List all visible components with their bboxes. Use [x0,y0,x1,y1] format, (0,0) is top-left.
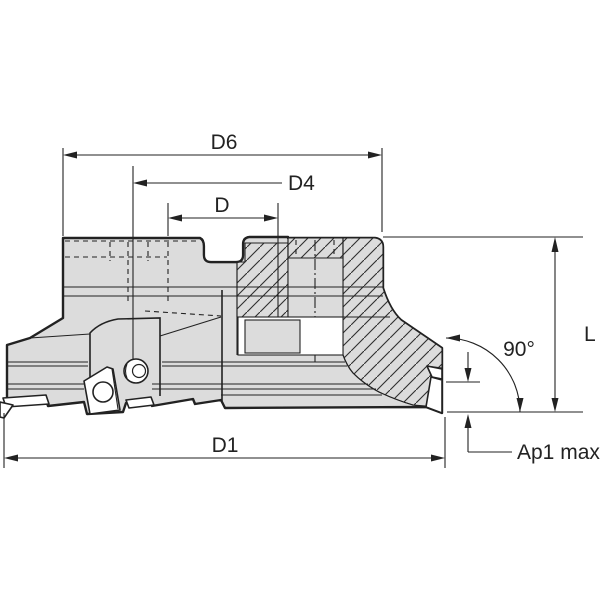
dimension-d6: D6 [62,131,383,236]
front-insert [83,366,121,415]
dim-label-d1: D1 [212,434,239,457]
counterbore-seat [237,316,390,356]
dim-label-d4: D4 [288,172,315,195]
insert-pocket-front [83,317,161,415]
dimension-d4: D4 [133,172,315,195]
dimension-d: D [167,194,279,236]
body-internal-lines [7,166,427,408]
insert-hole [92,381,114,403]
dimension-angle-90: 90° [445,334,535,413]
dim-label-ap1-max: Ap1 max [517,441,600,464]
dim-label-d6: D6 [211,131,238,154]
dim-label-angle: 90° [503,338,535,361]
drive-slot [199,235,289,264]
dimension-d1: D1 [3,413,446,468]
dimension-l: L [383,236,596,413]
sectioned-insert-right [425,365,443,414]
dim-label-d: D [214,194,229,217]
peripheral-insert-tips [0,394,155,419]
dimension-ap1-max: Ap1 max [446,352,600,464]
insert-screw [123,358,149,384]
dim-label-l: L [584,323,596,346]
